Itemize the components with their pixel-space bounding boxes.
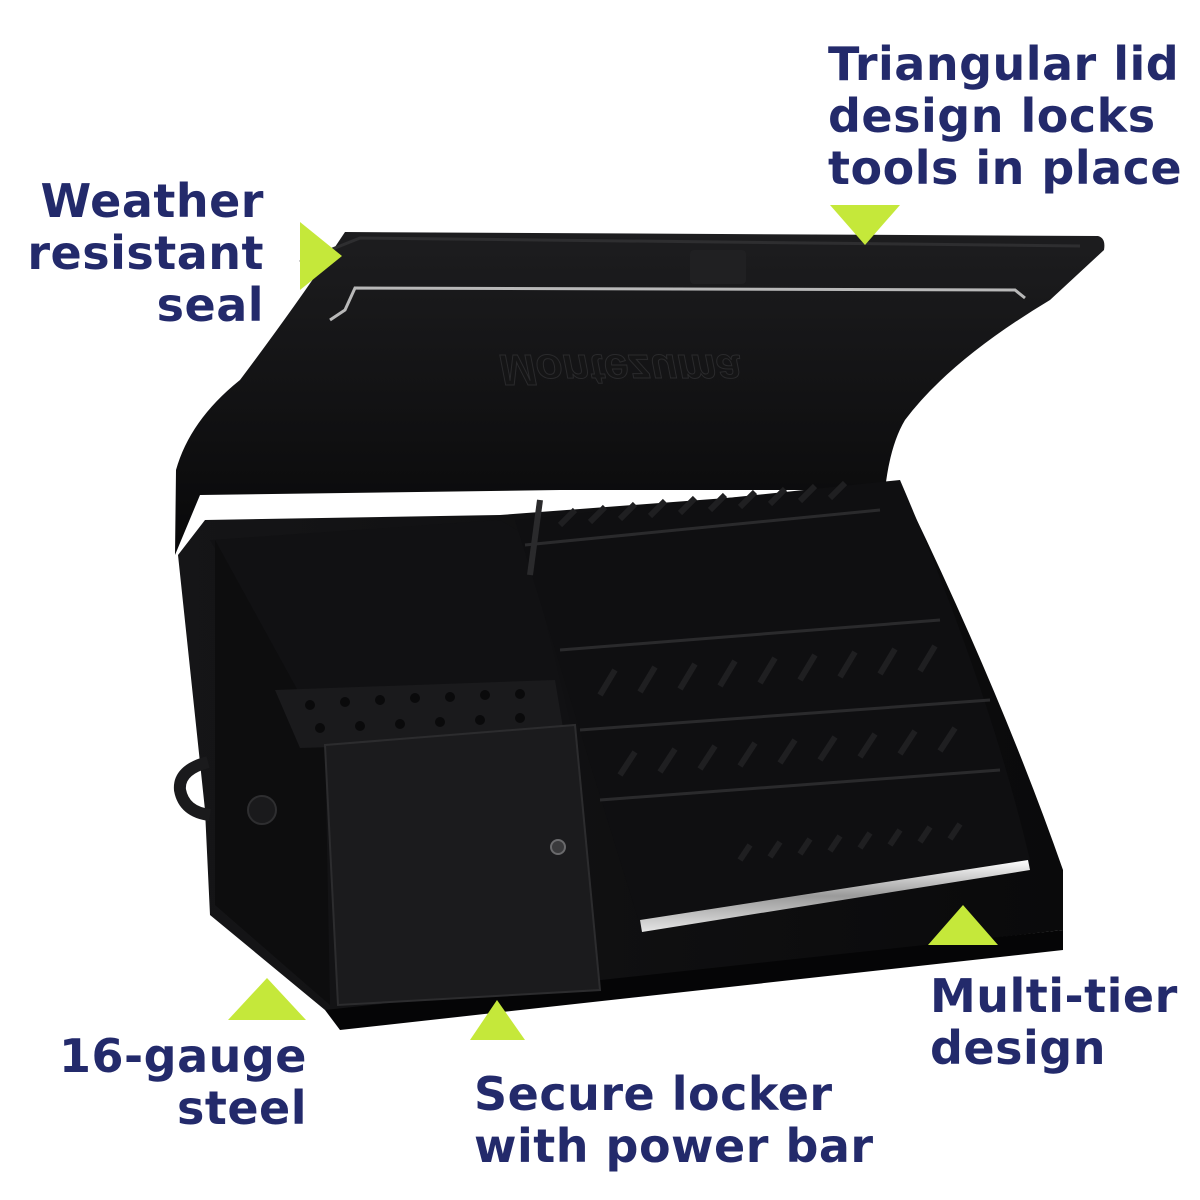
arrow-seal xyxy=(300,222,342,290)
locker-lock xyxy=(550,839,566,855)
arrow-locker xyxy=(470,1000,525,1040)
tool-tray xyxy=(515,480,1030,925)
callout-triangular-lid: Triangular lid design locks tools in pla… xyxy=(828,38,1182,194)
callout-secure-locker: Secure locker with power bar xyxy=(474,1068,874,1172)
callout-line: with power bar xyxy=(474,1119,874,1173)
lid-rod xyxy=(329,286,1026,322)
arrow-lid xyxy=(830,205,900,245)
callout-line: Multi-tier xyxy=(930,969,1178,1023)
callout-line: tools in place xyxy=(828,141,1183,195)
callout-line: Weather xyxy=(40,174,264,228)
callout-line: seal xyxy=(156,278,264,332)
callout-line: design locks xyxy=(828,89,1156,143)
callout-line: 16-gauge xyxy=(59,1029,307,1083)
callout-arrows xyxy=(228,205,998,1040)
power-bar xyxy=(640,860,1030,932)
callout-16-gauge: 16-gauge steel xyxy=(59,1030,307,1134)
callout-line: Triangular lid xyxy=(828,37,1180,91)
locker-door xyxy=(323,723,602,1007)
lid xyxy=(175,232,1105,555)
arrow-gauge xyxy=(228,978,306,1020)
brand-emboss: Montezuma xyxy=(499,345,741,394)
lid-latch xyxy=(690,250,746,284)
callout-line: design xyxy=(930,1021,1106,1075)
callout-multi-tier: Multi-tier design xyxy=(930,970,1178,1074)
side-handle xyxy=(173,756,211,821)
callout-line: resistant xyxy=(27,226,264,280)
callout-weather-seal: Weather resistant seal xyxy=(27,175,264,331)
callout-line: Secure locker xyxy=(474,1067,833,1121)
callout-line: steel xyxy=(176,1081,307,1135)
arrow-tier xyxy=(928,905,998,945)
